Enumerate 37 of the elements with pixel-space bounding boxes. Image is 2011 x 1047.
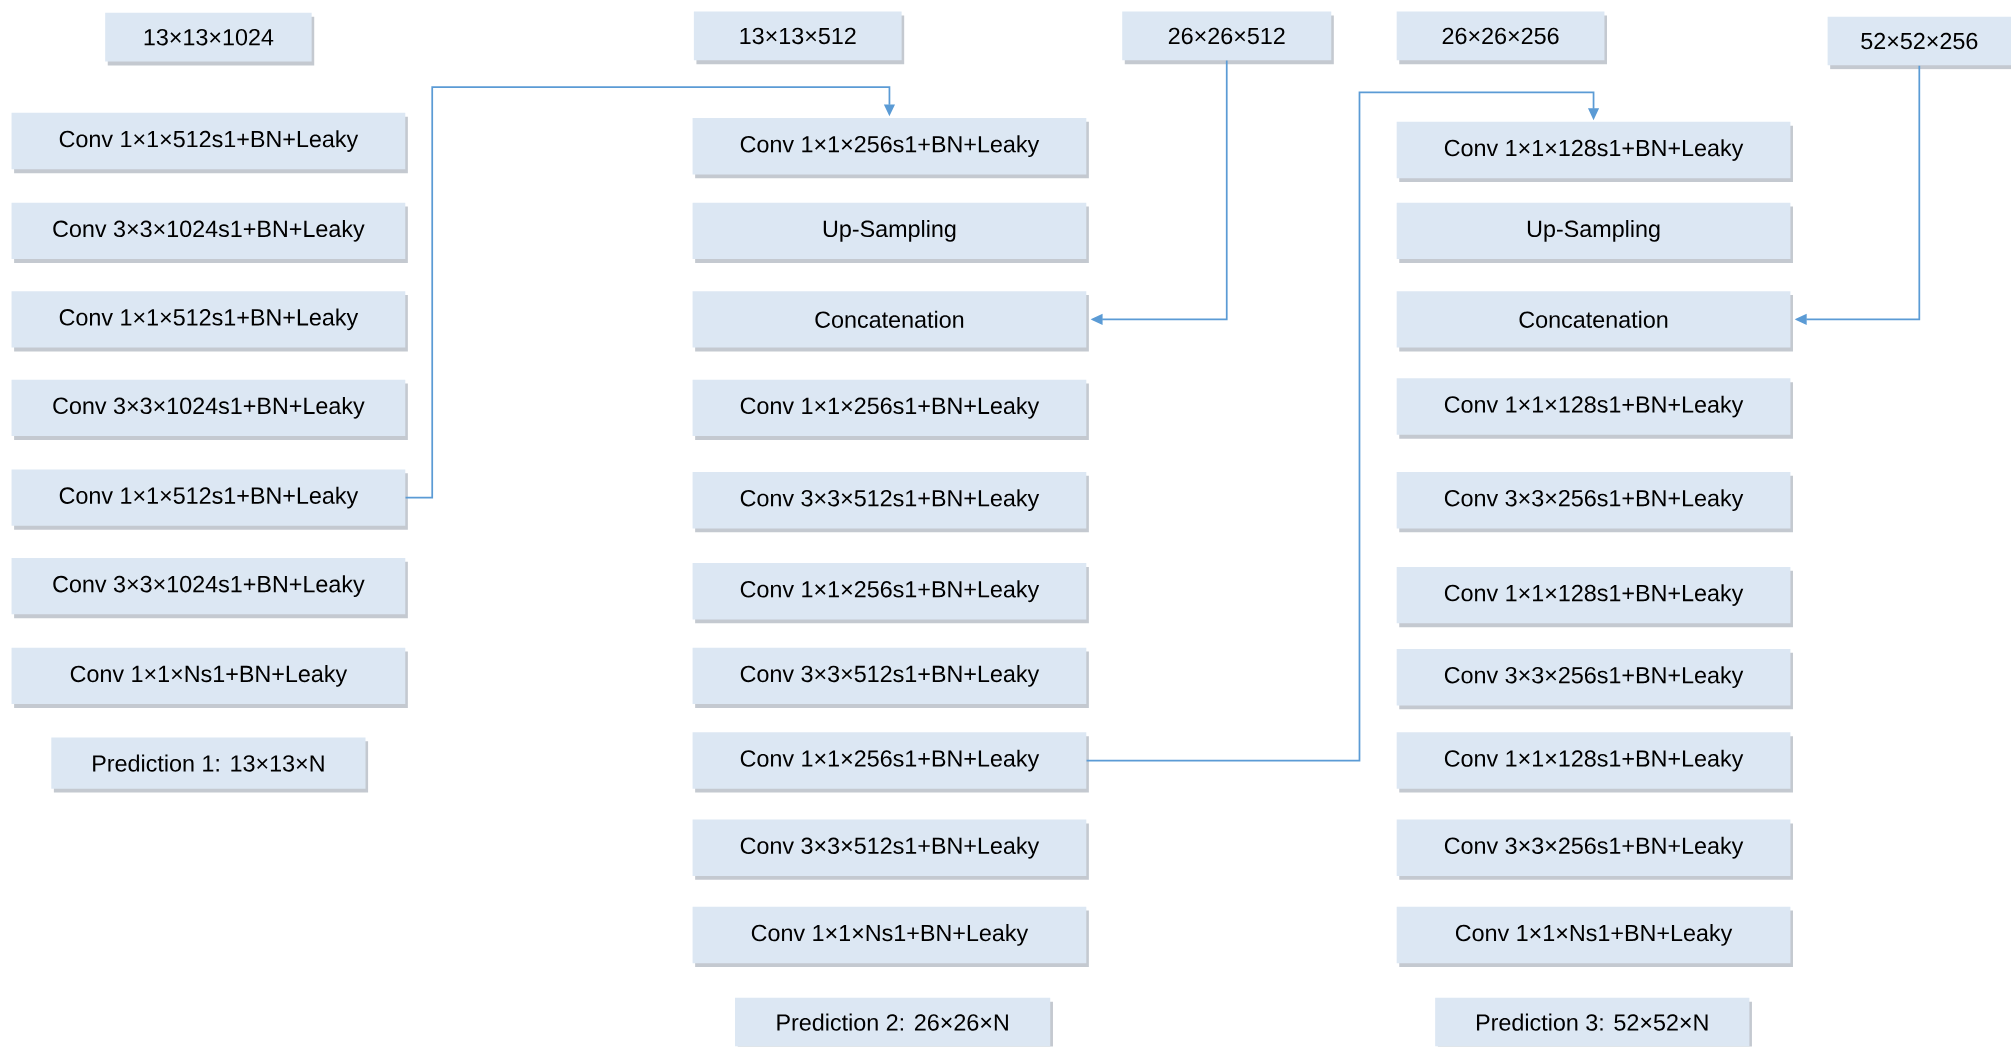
process-box: Conv 1×1×128s1+BN+Leaky bbox=[1396, 567, 1793, 628]
process-box: Conv 3×3×512s1+BN+Leaky bbox=[692, 647, 1089, 709]
process-box: Conv 1×1×256s1+BN+Leaky bbox=[692, 118, 1089, 179]
process-box: Conv 3×3×512s1+BN+Leaky bbox=[692, 472, 1089, 533]
arrow bbox=[404, 86, 896, 499]
process-box: 52×52×256 bbox=[1827, 16, 2011, 70]
process-box: Conv 1×1×Ns1+BN+Leaky bbox=[11, 647, 408, 709]
process-box: Conv 1×1×512s1+BN+Leaky bbox=[11, 113, 408, 174]
process-box: Prediction 3: 52×52×N bbox=[1435, 998, 1752, 1047]
process-box: Up-Sampling bbox=[692, 202, 1089, 264]
process-box: Conv 3×3×512s1+BN+Leaky bbox=[692, 819, 1089, 881]
process-box: Concatenation bbox=[1396, 291, 1793, 352]
process-box: 26×26×512 bbox=[1122, 11, 1334, 65]
process-box: Conv 1×1×128s1+BN+Leaky bbox=[1396, 122, 1793, 183]
process-box: 13×13×512 bbox=[693, 11, 905, 65]
process-box: Conv 3×3×1024s1+BN+Leaky bbox=[11, 379, 408, 441]
process-box: Conv 1×1×Ns1+BN+Leaky bbox=[692, 907, 1089, 968]
arrow bbox=[1085, 91, 1600, 762]
process-box: Conv 1×1×128s1+BN+Leaky bbox=[1396, 732, 1793, 793]
process-box: Conv 1×1×256s1+BN+Leaky bbox=[692, 563, 1089, 624]
process-box: Conv 3×3×256s1+BN+Leaky bbox=[1396, 649, 1793, 710]
process-box: Conv 3×3×256s1+BN+Leaky bbox=[1396, 472, 1793, 533]
process-box: Up-Sampling bbox=[1396, 202, 1793, 264]
process-box: Conv 3×3×1024s1+BN+Leaky bbox=[11, 558, 408, 619]
process-box: Conv 1×1×Ns1+BN+Leaky bbox=[1396, 907, 1793, 968]
process-box: Prediction 2: 26×26×N bbox=[734, 998, 1053, 1047]
process-box: Concatenation bbox=[692, 291, 1089, 352]
process-box: Conv 1×1×512s1+BN+Leaky bbox=[11, 469, 408, 530]
process-box: Conv 1×1×512s1+BN+Leaky bbox=[11, 291, 408, 352]
process-box: Conv 3×3×256s1+BN+Leaky bbox=[1396, 819, 1793, 881]
process-box: 26×26×256 bbox=[1396, 11, 1607, 65]
process-box: Conv 1×1×256s1+BN+Leaky bbox=[692, 732, 1089, 793]
process-box: Conv 1×1×256s1+BN+Leaky bbox=[692, 379, 1089, 441]
process-box: 13×13×1024 bbox=[105, 13, 315, 66]
process-box: Conv 3×3×1024s1+BN+Leaky bbox=[11, 202, 408, 264]
process-box: Prediction 1: 13×13×N bbox=[51, 737, 369, 793]
process-box: Conv 1×1×128s1+BN+Leaky bbox=[1396, 378, 1793, 439]
